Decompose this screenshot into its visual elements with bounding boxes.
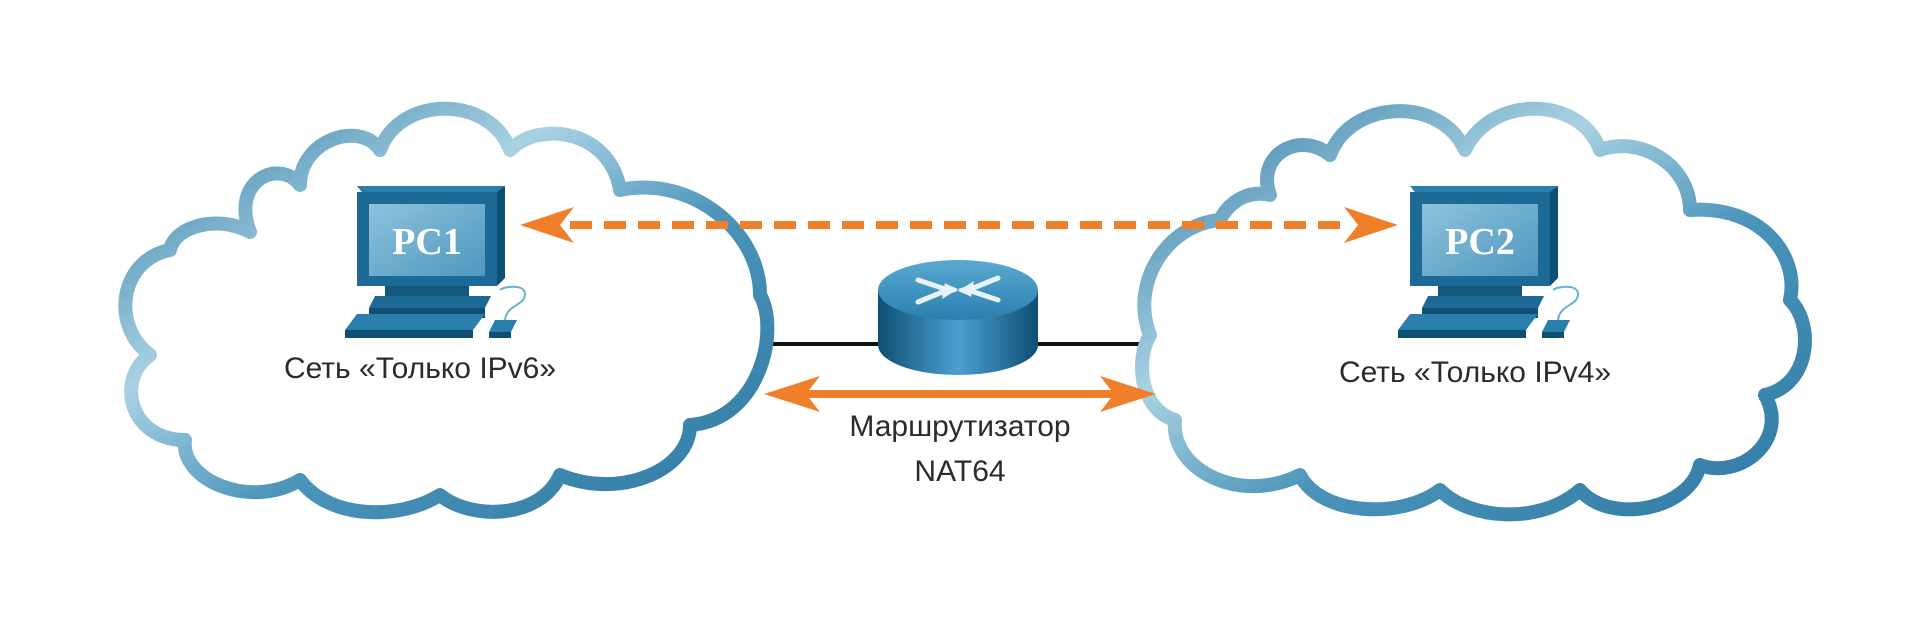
monitor-side bbox=[497, 186, 505, 286]
system-unit bbox=[1422, 296, 1544, 308]
keyboard bbox=[345, 314, 485, 330]
monitor-side bbox=[1550, 186, 1558, 286]
keyboard-front bbox=[345, 330, 473, 338]
monitor-neck bbox=[1438, 286, 1522, 296]
monitor-screen bbox=[369, 204, 485, 276]
router-icon bbox=[878, 260, 1038, 375]
mouse bbox=[489, 320, 517, 332]
pc-icon: PC1 bbox=[345, 186, 527, 338]
pc2-name: PC2 bbox=[1445, 221, 1515, 263]
ipv6-network-label: Сеть «Только IPv6» bbox=[283, 352, 557, 385]
keyboard bbox=[1398, 314, 1538, 330]
dashed-arrow-head-left bbox=[520, 207, 574, 243]
solid-arrow-head-left bbox=[764, 376, 820, 412]
keyboard-front bbox=[1398, 330, 1526, 338]
monitor-screen bbox=[1422, 204, 1538, 276]
monitor-neck bbox=[385, 286, 469, 296]
mouse-cable bbox=[499, 285, 527, 321]
mouse-cable bbox=[1552, 285, 1580, 321]
double-arrow-icon bbox=[764, 376, 1156, 412]
dashed-double-arrow-icon bbox=[520, 207, 1398, 243]
pc-icon: PC2 bbox=[1398, 186, 1580, 338]
router-arrows bbox=[915, 275, 1001, 305]
solid-arrow-head-right bbox=[1100, 376, 1156, 412]
ipv4-network-label: Сеть «Только IPv4» bbox=[1338, 356, 1612, 389]
pc1-name: PC1 bbox=[392, 221, 462, 263]
system-unit bbox=[369, 296, 491, 308]
mouse-front bbox=[489, 332, 511, 338]
router-top bbox=[878, 260, 1038, 320]
dashed-arrow-head-right bbox=[1344, 207, 1398, 243]
router-label-line1: Маршрутизатор bbox=[849, 410, 1071, 443]
mouse-front bbox=[1542, 332, 1564, 338]
mouse bbox=[1542, 320, 1570, 332]
router-label-line2: NAT64 bbox=[914, 455, 1006, 488]
